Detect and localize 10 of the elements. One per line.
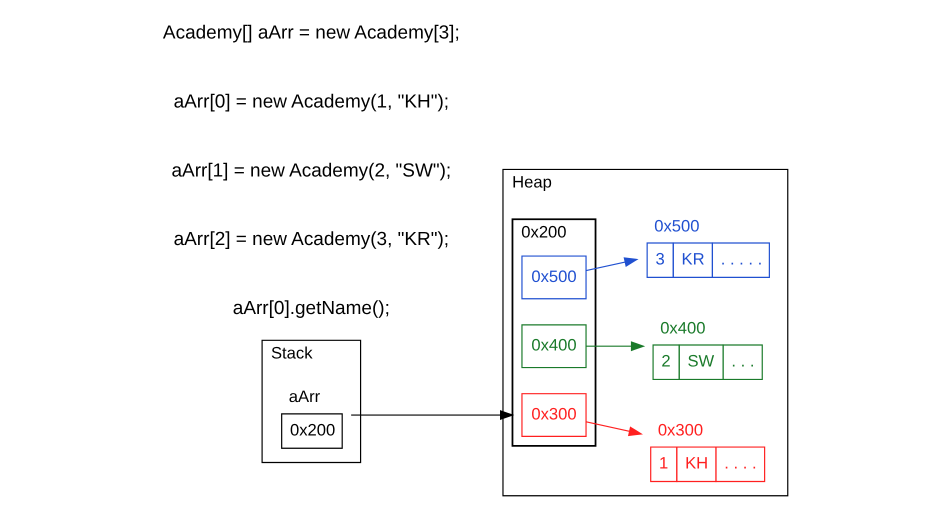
label: aArr[2] = new Academy(3, "KR"); bbox=[174, 229, 450, 250]
node-label: 0x400 bbox=[660, 318, 706, 338]
node-label: aArr bbox=[288, 387, 320, 406]
label: Academy[] aArr = new Academy[3]; bbox=[162, 22, 460, 44]
label: aArr[0] = new Academy(1, "KH"); bbox=[174, 91, 450, 112]
label: aArr[0].getName(); bbox=[232, 298, 390, 319]
node-label: 0x200 bbox=[521, 222, 567, 242]
label: aArr[1] = new Academy(2, "SW"); bbox=[172, 160, 452, 182]
node-label: 0x500 bbox=[654, 216, 700, 236]
node-label: 0x300 bbox=[658, 420, 704, 440]
